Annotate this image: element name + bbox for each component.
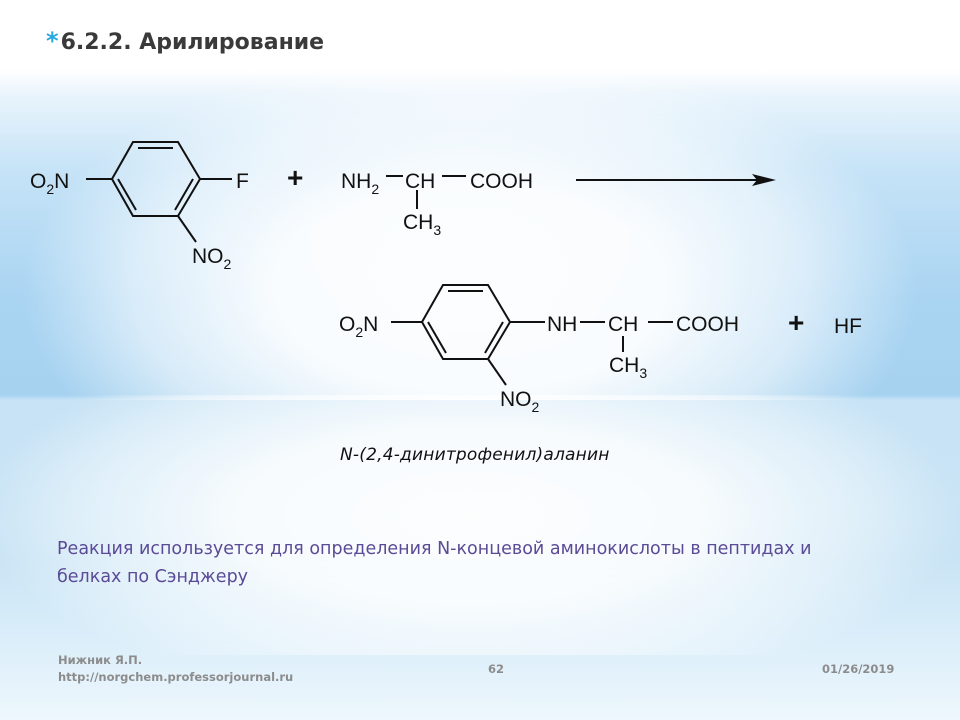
slide-title: *6.2.2. Арилирование bbox=[46, 27, 324, 55]
reactant-alanine: NH2 CH COOH CH3 bbox=[341, 170, 533, 238]
reactant-f-label: F bbox=[236, 170, 249, 193]
product-o2n-label: O2N bbox=[339, 313, 378, 340]
reactant-bonds bbox=[86, 178, 232, 243]
product-benzene-ring bbox=[420, 284, 512, 360]
reaction-arrow bbox=[576, 174, 776, 186]
alanine-nh2-label: NH2 bbox=[341, 170, 379, 197]
footer-page-number: 62 bbox=[488, 662, 505, 676]
product-no2-label: NO2 bbox=[500, 388, 540, 415]
reaction-scheme: O2N F NO2 + NH2 CH COOH CH3 bbox=[30, 141, 862, 415]
reactant-benzene-ring bbox=[110, 141, 202, 217]
alanine-bonds bbox=[386, 175, 466, 209]
description-text: Реакция используется для определения N-к… bbox=[57, 539, 812, 587]
title-text: 6.2.2. Арилирование bbox=[60, 30, 325, 55]
alanine-ch3-label: CH3 bbox=[403, 211, 441, 238]
background-highlight-bottom bbox=[0, 395, 960, 655]
byproduct-hf-label: HF bbox=[834, 315, 862, 338]
alanine-ch-label: CH bbox=[405, 170, 435, 193]
product-ch-label: CH bbox=[608, 313, 638, 336]
reactant-dinitrofluorobenzene: O2N F NO2 bbox=[30, 170, 249, 272]
product-bonds bbox=[391, 321, 673, 386]
footer-author: Нижник Я.П. bbox=[58, 653, 143, 667]
product-dnp-alanine: O2N NH CH COOH CH3 NO2 bbox=[339, 313, 739, 415]
product-name-caption: N-(2,4-динитрофенил)аланин bbox=[340, 445, 610, 465]
reactant-o2n-label: O2N bbox=[30, 170, 69, 197]
title-bullet: * bbox=[46, 27, 59, 55]
product-ch3-label: CH3 bbox=[609, 354, 647, 381]
alanine-cooh-label: COOH bbox=[470, 170, 533, 193]
footer-url: http://norgchem.professorjournal.ru bbox=[58, 670, 294, 684]
product-nh-label: NH bbox=[547, 313, 577, 336]
plus-sign-1: + bbox=[287, 162, 303, 193]
footer-author-block: Нижник Я.П. http://norgchem.professorjou… bbox=[58, 652, 293, 686]
plus-sign-2: + bbox=[788, 307, 804, 338]
background-highlight-top bbox=[0, 60, 960, 400]
footer-date: 01/26/2019 bbox=[822, 662, 895, 676]
product-cooh-label: COOH bbox=[676, 313, 739, 336]
reactant-no2-label: NO2 bbox=[192, 245, 232, 272]
